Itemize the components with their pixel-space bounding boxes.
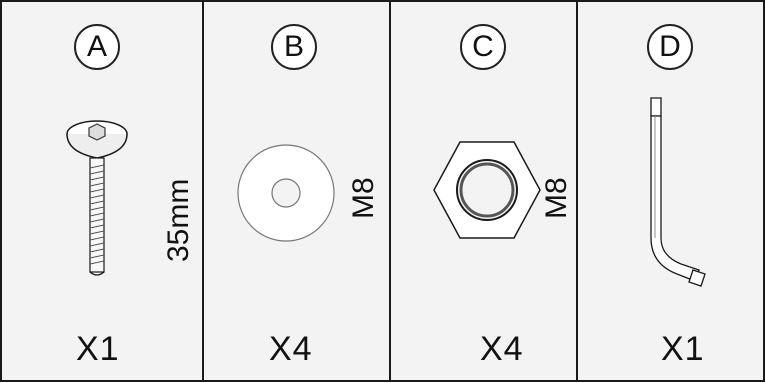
part-letter: B: [271, 24, 317, 70]
bolt-length-label: 35mm: [162, 178, 195, 262]
part-panel-d: D X1: [577, 2, 763, 380]
part-letter: C: [460, 24, 506, 70]
part-panel-a: A: [2, 2, 203, 380]
part-quantity: X4: [269, 330, 313, 368]
button-head-bolt-icon: [66, 120, 128, 276]
hex-key-icon: [650, 97, 706, 287]
part-quantity: X1: [76, 330, 120, 368]
part-letter: D: [647, 24, 693, 70]
nut-size-label: M8: [540, 177, 573, 219]
part-panel-c: C M8 X4: [390, 2, 577, 380]
part-panel-b: B M8 X4: [203, 2, 390, 380]
hex-nut-icon: [433, 141, 541, 239]
part-letter: A: [74, 24, 120, 70]
flat-washer-icon: [237, 144, 335, 242]
part-quantity: X1: [661, 330, 705, 368]
washer-size-label: M8: [347, 177, 380, 219]
part-quantity: X4: [480, 330, 524, 368]
